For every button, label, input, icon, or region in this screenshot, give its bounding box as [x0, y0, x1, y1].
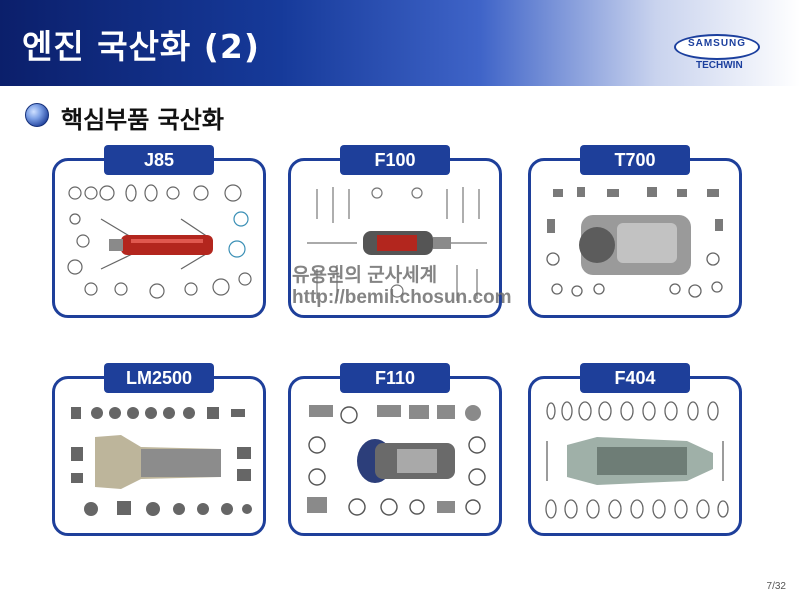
header-banner: 엔진 국산화 (2) SAMSUNG TECHWIN [0, 0, 800, 86]
watermark-line1: 유용원의 군사세계 [292, 265, 438, 286]
j85-parts-image [67, 184, 252, 299]
card-label-f100: F100 [340, 145, 450, 175]
card-f100: F100 [288, 145, 502, 318]
card-label-f404: F404 [580, 363, 690, 393]
samsung-techwin-logo: SAMSUNG TECHWIN [674, 34, 760, 74]
card-label-j85: J85 [104, 145, 214, 175]
card-t700: T700 [528, 145, 742, 318]
logo-brand: SAMSUNG [687, 38, 747, 49]
t700-parts-image [546, 187, 723, 298]
section-heading-text: 핵심부품 국산화 [61, 106, 224, 134]
f100-parts-image [307, 187, 487, 301]
card-j85: J85 [52, 145, 266, 318]
page-title: 엔진 국산화 (2) [22, 27, 260, 66]
logo-oval [674, 34, 760, 60]
f404-parts-image [545, 401, 729, 519]
page-number: 7/32 [766, 581, 786, 592]
logo-sub: TECHWIN [696, 60, 743, 71]
card-label-lm2500: LM2500 [104, 363, 214, 393]
f110-parts-image [307, 405, 486, 516]
watermark-url: http://bemil.chosun.com [292, 287, 512, 308]
lm2500-parts-image [71, 407, 252, 516]
card-label-f110: F110 [340, 363, 450, 393]
card-f110: F110 [288, 363, 502, 536]
watermark: 유용원의 군사세계 http://bemil.chosun.com [292, 260, 512, 309]
bullet-icon [25, 103, 49, 127]
card-label-t700: T700 [580, 145, 690, 175]
card-f404: F404 [528, 363, 742, 536]
card-lm2500: LM2500 [52, 363, 266, 536]
